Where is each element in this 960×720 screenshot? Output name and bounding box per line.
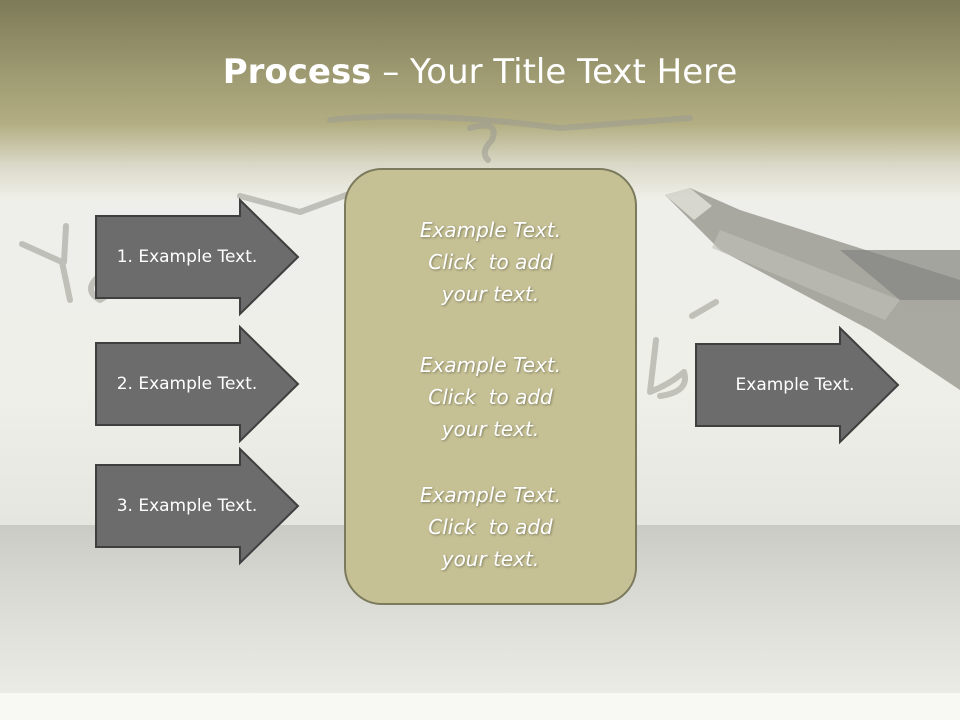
text-line: Example Text. <box>419 218 562 242</box>
arrow-shape <box>95 324 300 444</box>
left-arrow-2: 2. Example Text. <box>95 324 300 444</box>
text-line: Click to add <box>428 515 553 539</box>
pen-illustration <box>665 188 960 390</box>
arrow-shape <box>95 446 300 566</box>
text-line: Example Text. <box>419 353 562 377</box>
arrow-shape <box>95 197 300 317</box>
center-text-box: Example Text. Click to add your text. Ex… <box>344 168 637 605</box>
text-line: your text. <box>441 282 540 306</box>
slide-title: Process – Your Title Text Here <box>0 52 960 92</box>
left-arrow-1-label: 1. Example Text. <box>116 247 258 267</box>
text-line: Click to add <box>428 385 553 409</box>
left-arrow-3-label: 3. Example Text. <box>116 496 258 516</box>
footer-strip <box>0 693 960 720</box>
right-arrow-label: Example Text. <box>735 375 855 395</box>
left-arrow-2-label: 2. Example Text. <box>116 374 258 394</box>
title-bold: Process <box>222 52 372 92</box>
title-rest: – Your Title Text Here <box>371 52 738 92</box>
left-arrow-3: 3. Example Text. <box>95 446 300 566</box>
right-arrow: Example Text. <box>695 325 900 445</box>
text-line: your text. <box>441 417 540 441</box>
arrow-shape <box>695 325 900 445</box>
text-line: your text. <box>441 547 540 571</box>
text-line: Click to add <box>428 250 553 274</box>
title-banner <box>0 0 960 200</box>
text-block-1: Example Text. Click to add your text. <box>346 214 635 310</box>
text-block-2: Example Text. Click to add your text. <box>346 349 635 445</box>
left-arrow-1: 1. Example Text. <box>95 197 300 317</box>
text-line: Example Text. <box>419 483 562 507</box>
text-block-3: Example Text. Click to add your text. <box>346 479 635 575</box>
